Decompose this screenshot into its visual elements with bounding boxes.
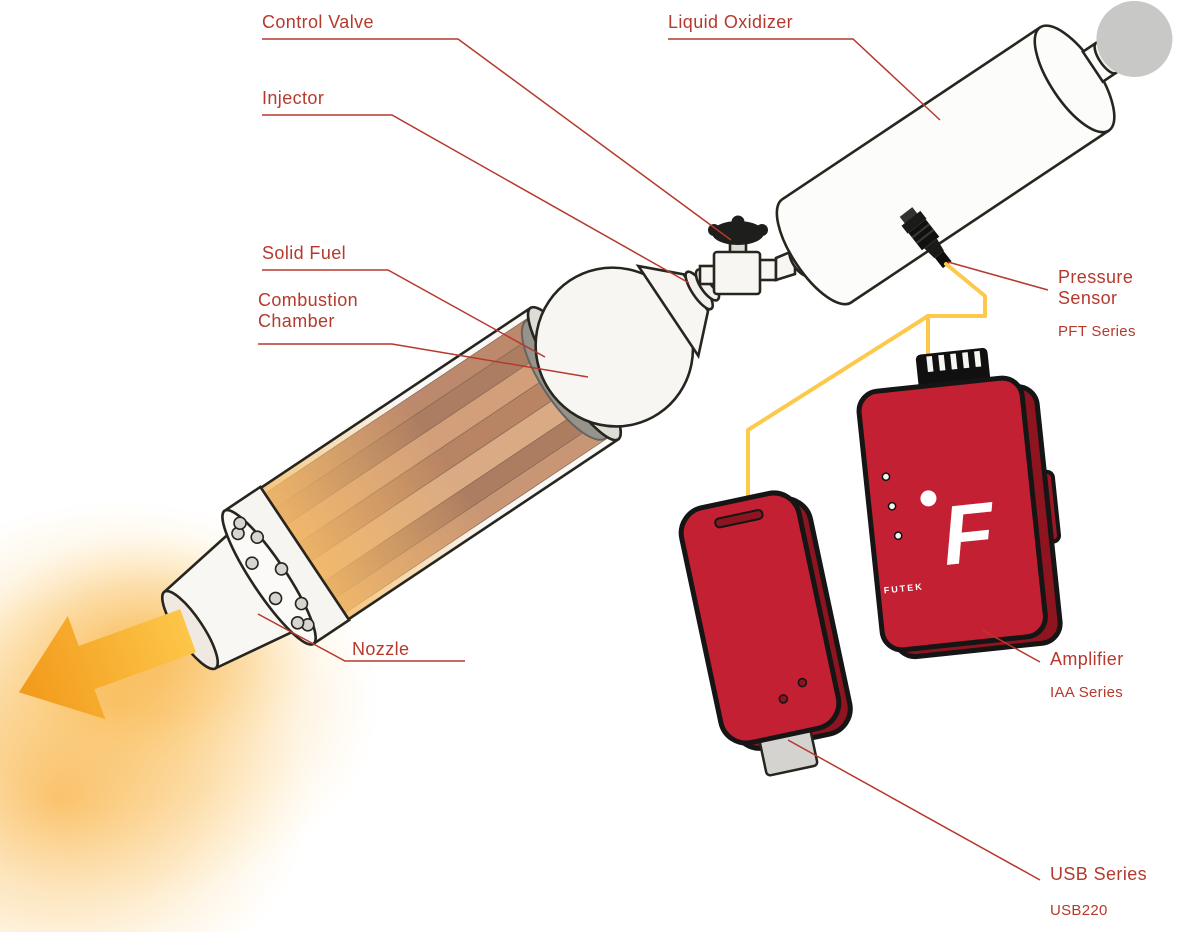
leader-usb — [787, 739, 1041, 881]
leader-control-valve — [262, 38, 732, 241]
usb-top-slot — [714, 509, 764, 529]
flame-arrow — [18, 609, 196, 720]
label-liquid-oxidizer: Liquid Oxidizer — [668, 12, 793, 32]
leader-solid-fuel — [262, 269, 546, 358]
leader-liquid-oxidizer — [668, 38, 941, 121]
status-leds — [881, 472, 903, 541]
sensor-ridge — [911, 223, 931, 239]
control-valve — [698, 215, 797, 296]
tank-edge — [850, 129, 1110, 304]
label-usb-series: USB Series — [1050, 864, 1147, 884]
amplifier-body — [856, 375, 1048, 653]
usb-body — [678, 490, 842, 746]
leader-injector — [262, 114, 690, 284]
label-usb220: USB220 — [1050, 902, 1108, 919]
label-pft-series: PFT Series — [1058, 323, 1136, 340]
terminal-pins — [924, 349, 983, 374]
usb-device — [678, 490, 853, 777]
label-solid-fuel: Solid Fuel — [262, 243, 346, 263]
leader-pressure-sensor — [947, 261, 1049, 291]
oxidizer-tank — [775, 0, 1173, 306]
usb-dot — [797, 677, 808, 688]
label-control-valve: Control Valve — [262, 12, 374, 32]
tank-end-sphere — [1096, 0, 1173, 77]
usb-dot — [778, 694, 789, 704]
valve-body — [712, 250, 762, 296]
label-injector: Injector — [262, 88, 324, 108]
flange-bolts — [231, 516, 315, 632]
label-pressure-sensor-2: Sensor — [1058, 288, 1117, 308]
sensor-hex — [901, 210, 927, 234]
label-nozzle: Nozzle — [352, 639, 409, 659]
label-iaa-series: IAA Series — [1050, 684, 1123, 701]
usb-cable — [746, 314, 930, 499]
sensor-mount — [899, 207, 919, 225]
valve-knob — [712, 221, 764, 245]
label-pressure-sensor-1: Pressure — [1058, 267, 1133, 287]
callouts: Control Valve Injector Liquid Oxidizer S… — [257, 12, 1147, 919]
label-combustion-chamber-2: Chamber — [258, 311, 335, 331]
combustion-chamber-shell — [260, 307, 619, 620]
futek-wordmark: FUTEK — [883, 581, 924, 595]
leader-nozzle — [257, 613, 465, 662]
flame-arrow-shape — [18, 609, 196, 720]
sensor-ridge — [915, 228, 935, 244]
pressure-sensor — [899, 207, 952, 269]
amplifier-device: F FUTEK — [856, 347, 1063, 660]
label-combustion-chamber-1: Combustion — [258, 290, 358, 310]
label-amplifier: Amplifier — [1050, 649, 1124, 669]
leader-amplifier — [981, 629, 1041, 663]
engine-assembly — [160, 264, 728, 671]
sensor-cable — [926, 262, 987, 386]
futek-logo-dot — [920, 490, 937, 507]
tank-edge — [781, 26, 1041, 201]
tank-body — [782, 27, 1109, 303]
sensor-taper — [924, 238, 944, 259]
leader-combustion-chamber — [258, 343, 589, 378]
